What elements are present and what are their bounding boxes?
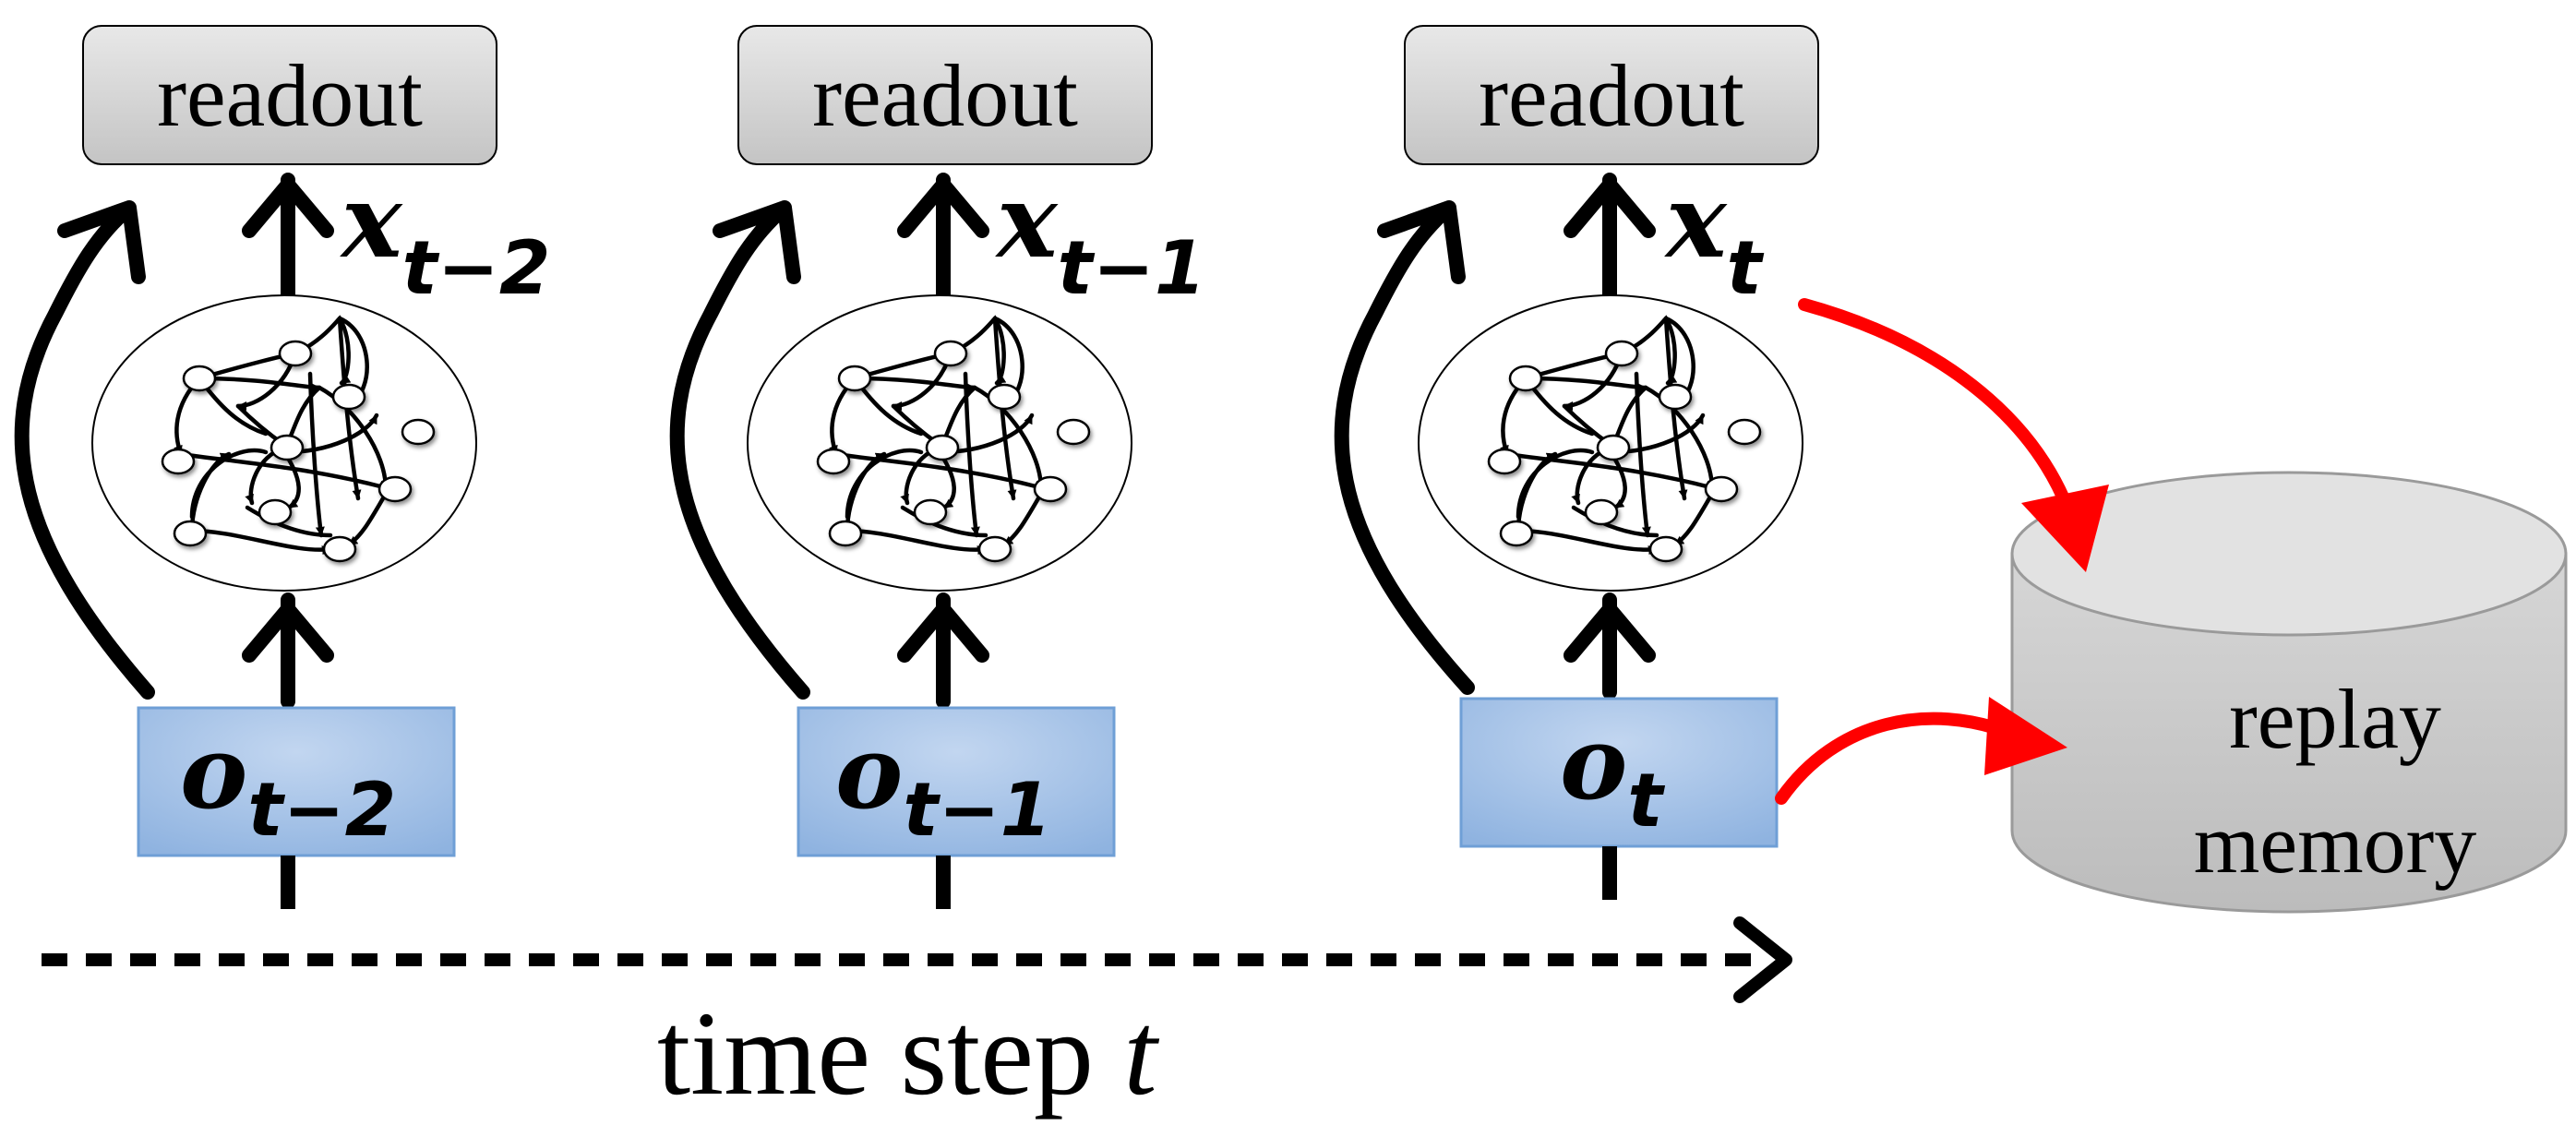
observation-label: ot−2: [180, 712, 396, 853]
state-to-memory-arrowhead: [2021, 485, 2109, 572]
replay-memory-cylinder: replay memory: [2010, 471, 2568, 914]
timeline: time step t: [42, 916, 1792, 1120]
observation-label: ot: [1560, 703, 1665, 844]
observation-box: [797, 706, 1116, 857]
observation-label: ot−1: [835, 712, 1051, 853]
memory-label-line2: memory: [2194, 796, 2477, 891]
time-step-group-2: readout xt−1 ot−1: [669, 25, 1206, 909]
readout-label: readout: [812, 46, 1078, 145]
reservoir-network: [92, 295, 476, 591]
time-step-group-1: readout xt−2 ot−2: [14, 25, 551, 909]
readout-label: readout: [1479, 46, 1744, 145]
state-variable: xt: [1664, 162, 1765, 311]
memory-label-line1: replay: [2229, 672, 2441, 766]
skip-connection-arrow: [669, 200, 810, 700]
observation-box: [1459, 697, 1779, 848]
skip-connection-arrow: [14, 200, 155, 700]
readout-box: [82, 25, 497, 165]
readout-up-arrow: [1564, 173, 1656, 305]
skip-connection-arrow: [1334, 200, 1475, 695]
readout-box: [1404, 25, 1819, 165]
input-up-arrow: [1564, 592, 1656, 700]
store-arrows: [1775, 298, 2109, 805]
timeline-arrowhead: [1733, 916, 1792, 1003]
input-up-arrow: [897, 592, 989, 709]
observation-box: [137, 706, 456, 857]
state-variable: xt−1: [995, 162, 1206, 311]
state-to-memory-arrow: [1798, 298, 2074, 514]
reservoir-network: [748, 295, 1132, 591]
readout-up-arrow: [242, 173, 334, 305]
readout-label: readout: [157, 46, 423, 145]
observation-to-memory-arrowhead: [1984, 697, 2067, 775]
input-up-arrow: [242, 592, 334, 709]
readout-box: [737, 25, 1153, 165]
observation-to-memory-arrow: [1775, 712, 2019, 805]
timeline-label: time step t: [657, 987, 1159, 1120]
reservoir-network: [1419, 295, 1803, 591]
time-step-group-3: readout xt ot: [1334, 25, 1819, 900]
readout-up-arrow: [897, 173, 989, 305]
state-variable: xt−2: [340, 162, 551, 311]
